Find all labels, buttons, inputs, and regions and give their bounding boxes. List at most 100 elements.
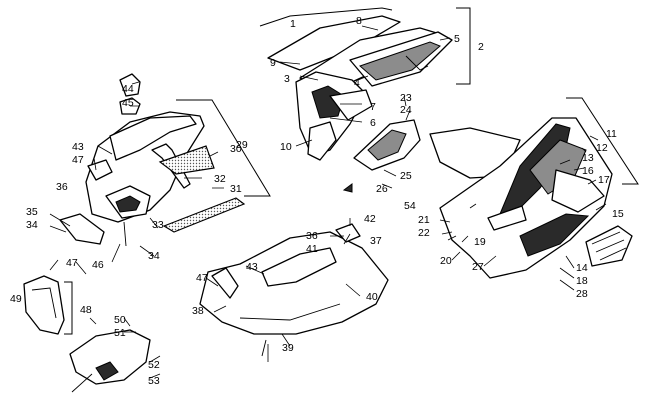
callout-21: 21 xyxy=(418,214,430,226)
side-panel-23-26 xyxy=(342,119,521,193)
callout-30: 30 xyxy=(230,143,242,155)
bracket-29 xyxy=(176,99,271,197)
callout-36a: 36 xyxy=(56,181,68,193)
callout-14: 14 xyxy=(576,262,588,274)
callout-43b: 43 xyxy=(246,261,258,273)
side-vent-slats xyxy=(591,231,627,261)
nose-assembly xyxy=(59,73,246,247)
hood-bracket[interactable] xyxy=(307,121,337,161)
callout-52: 52 xyxy=(148,359,160,371)
callout-24: 24 xyxy=(400,104,412,116)
side-vent-edge xyxy=(31,287,57,319)
panel-graphic-grey xyxy=(529,139,587,195)
callout-5: 5 xyxy=(454,33,460,45)
callout-1: 1 xyxy=(290,18,296,30)
callout-50: 50 xyxy=(114,314,126,326)
callout-35: 35 xyxy=(26,206,38,218)
bracket-11 xyxy=(566,97,639,185)
callout-54: 54 xyxy=(404,200,416,212)
panel-screw xyxy=(447,235,457,241)
hood-top-assembly xyxy=(267,15,453,161)
callout-25: 25 xyxy=(400,170,412,182)
lower-cover-hole xyxy=(95,361,119,381)
callout-26: 26 xyxy=(376,183,388,195)
windshield-part[interactable] xyxy=(267,15,401,71)
callout-19: 19 xyxy=(474,236,486,248)
lower-cover[interactable] xyxy=(69,329,151,385)
nose-fastener xyxy=(123,221,127,247)
callout-51: 51 xyxy=(114,327,126,339)
bracket-48 xyxy=(64,281,73,335)
callout-34b: 34 xyxy=(26,219,38,231)
callout-53: 53 xyxy=(148,375,160,387)
panel-lower-trim[interactable] xyxy=(487,205,527,231)
callout-47b: 47 xyxy=(66,257,78,269)
callout-38: 38 xyxy=(192,305,204,317)
callout-43a: 43 xyxy=(72,141,84,153)
hood-latch xyxy=(405,55,429,71)
callout-32: 32 xyxy=(214,173,226,185)
side-vent-panel[interactable] xyxy=(23,275,65,335)
callout-28: 28 xyxy=(576,288,588,300)
callout-4: 4 xyxy=(354,77,360,89)
belly-pan-assembly xyxy=(199,223,389,357)
small-panel-49 xyxy=(23,275,65,335)
hood-vent-insert xyxy=(359,41,441,81)
callout-49: 49 xyxy=(10,293,22,305)
callout-9: 9 xyxy=(270,57,276,69)
hood-decal[interactable] xyxy=(329,89,373,121)
leader-lines xyxy=(49,25,607,379)
panel-upper-vent[interactable] xyxy=(551,169,605,213)
side-panel-assembly xyxy=(439,117,633,279)
scoop-opening xyxy=(115,195,141,213)
callout-42: 42 xyxy=(364,213,376,225)
bracket-2 xyxy=(456,7,471,85)
callout-40: 40 xyxy=(366,291,378,303)
belly-pan[interactable] xyxy=(199,231,389,335)
nose-screen-upper[interactable] xyxy=(158,145,215,175)
callout-27: 27 xyxy=(472,261,484,273)
nose-upper-trim[interactable] xyxy=(109,115,197,161)
callout-8: 8 xyxy=(356,15,362,27)
callout-10: 10 xyxy=(280,141,292,153)
panel-lower-stripe xyxy=(519,213,590,257)
callout-41: 41 xyxy=(306,243,318,255)
side-panel-insert xyxy=(367,129,407,161)
callout-39: 39 xyxy=(282,342,294,354)
brackets xyxy=(64,7,639,335)
lower-cover-50-53 xyxy=(69,329,151,393)
callout-48: 48 xyxy=(80,304,92,316)
callout-12: 12 xyxy=(596,142,608,154)
callout-2: 2 xyxy=(478,41,484,53)
bracket-1 xyxy=(259,7,393,27)
callout-22: 22 xyxy=(418,227,430,239)
nose-screen-lower[interactable] xyxy=(162,197,246,233)
headlight-bezel[interactable] xyxy=(119,73,141,97)
callout-46: 46 xyxy=(92,259,104,271)
callout-17: 17 xyxy=(598,174,610,186)
callout-47c: 47 xyxy=(196,272,208,284)
callout-33: 33 xyxy=(152,219,164,231)
callout-labels: 1 2 3 4 5 6 7 8 9 10 11 12 13 14 15 16 1… xyxy=(10,15,624,387)
callout-15: 15 xyxy=(612,208,624,220)
callout-23: 23 xyxy=(400,92,412,104)
callout-34a: 34 xyxy=(148,250,160,262)
callout-36b: 36 xyxy=(306,230,318,242)
callout-37: 37 xyxy=(370,235,382,247)
belly-pan-trim[interactable] xyxy=(261,247,337,287)
callout-29: 29 xyxy=(236,139,248,151)
nose-clip[interactable] xyxy=(87,159,113,181)
callout-16: 16 xyxy=(582,165,594,177)
belly-pan-screw xyxy=(261,339,267,357)
belly-pan-corner[interactable] xyxy=(211,267,239,299)
callout-47a: 47 xyxy=(72,154,84,166)
belly-pan-bracket[interactable] xyxy=(335,223,361,243)
callout-31: 31 xyxy=(230,183,242,195)
lower-cover-strap xyxy=(71,373,93,393)
callout-18: 18 xyxy=(576,275,588,287)
callout-3: 3 xyxy=(284,73,290,85)
callout-7: 7 xyxy=(370,101,376,113)
nose-side-fin[interactable] xyxy=(59,213,105,245)
belly-pan-seam xyxy=(239,303,341,321)
